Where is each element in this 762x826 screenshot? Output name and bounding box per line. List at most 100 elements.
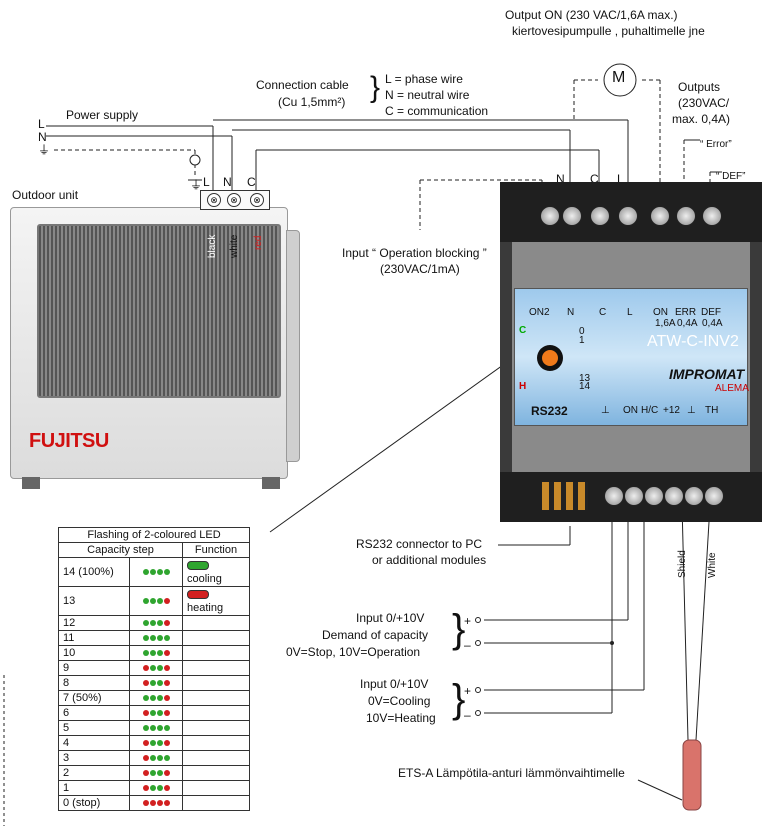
led-row-14: 14	[579, 381, 591, 392]
supply-l-label: L	[38, 117, 45, 131]
bottom-terminal-strip	[500, 472, 762, 522]
capacity-step: 0 (stop)	[58, 795, 130, 811]
function-cell	[182, 630, 250, 646]
panel-label-def: DEF	[701, 307, 721, 318]
rs232-connector	[542, 482, 588, 510]
def-output-label: “ DEF”	[716, 171, 746, 182]
capacity-step: 1	[58, 780, 130, 796]
green-led-icon	[142, 725, 149, 732]
bottom-label-gnd2: ⊥	[687, 405, 696, 416]
unit-terminal-n: N	[223, 175, 232, 189]
led-h-label: H	[519, 381, 527, 392]
terminal-screw	[590, 206, 610, 226]
panel-label-on: ON	[653, 307, 668, 318]
rs232-connector-subtitle: or additional modules	[372, 553, 487, 567]
green-led-icon	[156, 635, 163, 642]
green-led-icon	[156, 785, 163, 792]
led-row-13: 13	[579, 373, 591, 384]
red-led-icon	[163, 665, 170, 672]
table-header-capacity: Capacity step	[58, 542, 183, 558]
led-pattern	[129, 690, 183, 706]
terminal-screw	[650, 206, 670, 226]
outdoor-unit-label: Outdoor unit	[12, 188, 79, 202]
outputs-current: max. 0,4A)	[672, 112, 731, 126]
red-led-icon	[163, 710, 170, 717]
unit-foot-left	[22, 477, 40, 489]
green-led-icon	[142, 695, 149, 702]
green-led-icon	[156, 620, 163, 627]
terminal-screw	[644, 486, 664, 506]
output-on-subtitle: kiertovesipumpulle , puhaltimelle jne	[512, 24, 705, 38]
led-pattern	[129, 675, 183, 691]
led-pattern	[129, 586, 183, 616]
red-led-icon	[163, 740, 170, 747]
led-pattern	[129, 765, 183, 781]
led-row-0: 0	[579, 326, 585, 337]
panel-label-err: ERR	[675, 307, 697, 318]
terminal-screw	[618, 206, 638, 226]
ctrl-terminal-c: C	[590, 172, 599, 186]
unit-screw-n: ⊗	[227, 193, 241, 207]
motor-label: M	[612, 69, 626, 86]
green-led-icon	[156, 740, 163, 747]
bottom-label-th: TH	[705, 405, 719, 416]
function-cell	[182, 720, 250, 736]
table-row: 9	[58, 660, 250, 676]
rating-def: 0,4A	[702, 318, 723, 329]
function-cell	[182, 795, 250, 811]
led-row-1: 1	[579, 335, 585, 346]
capacity-step: 14 (100%)	[58, 557, 130, 587]
red-led-icon	[163, 785, 170, 792]
led-pattern	[129, 705, 183, 721]
outputs-voltage: (230VAC/	[678, 96, 730, 110]
led-pattern	[129, 557, 183, 587]
brand-logo: FUJITSU	[29, 430, 109, 452]
output-on-title: Output ON (230 VAC/1,6A max.)	[505, 8, 678, 22]
panel-label-on2: ON2	[529, 307, 550, 318]
led-pattern	[129, 795, 183, 811]
wire-red-label: red	[253, 235, 264, 250]
input-blocking-title: Input “ Operation blocking ”	[342, 246, 487, 260]
table-row: 6	[58, 705, 250, 721]
green-led-icon	[149, 770, 156, 777]
sensor-label: ETS-A Lämpötila-anturi lämmönvaihtimelle	[398, 766, 625, 780]
capacity-step: 11	[58, 630, 130, 646]
red-led-icon	[142, 665, 149, 672]
bottom-label-gnd1: ⊥	[601, 405, 610, 416]
red-led-icon	[142, 710, 149, 717]
unit-foot-right	[262, 477, 280, 489]
error-output-label: “ Error”	[700, 139, 732, 150]
status-led-icon	[542, 350, 558, 366]
table-row: 7 (50%)	[58, 690, 250, 706]
table-row: 5	[58, 720, 250, 736]
table-row: 12	[58, 615, 250, 631]
green-led-icon	[156, 665, 163, 672]
green-led-icon	[149, 569, 156, 576]
cooling-label: cooling	[187, 573, 222, 585]
green-led-icon	[149, 650, 156, 657]
unit-screw-l: ⊗	[207, 193, 221, 207]
green-led-icon	[156, 569, 163, 576]
green-led-icon	[156, 695, 163, 702]
wire-black-label: black	[207, 234, 218, 258]
red-led-icon	[163, 650, 170, 657]
earth-icon-unit: ⏚	[190, 178, 203, 192]
input1-plus: +	[464, 614, 472, 628]
wire-white-label: white	[229, 234, 240, 258]
top-terminal-strip	[500, 182, 762, 242]
function-cell	[182, 645, 250, 661]
function-cell	[182, 705, 250, 721]
green-led-icon	[149, 598, 156, 605]
power-supply-label: Power supply	[66, 108, 139, 122]
green-led-icon	[163, 569, 170, 576]
fan-grille	[37, 224, 281, 398]
heating-label: heating	[187, 602, 224, 614]
function-cell	[182, 780, 250, 796]
red-led-icon	[163, 680, 170, 687]
unit-screw-c: ⊗	[250, 193, 264, 207]
rating-err: 0,4A	[677, 318, 698, 329]
green-led-icon	[149, 785, 156, 792]
bottom-label-on: ON	[623, 405, 638, 416]
